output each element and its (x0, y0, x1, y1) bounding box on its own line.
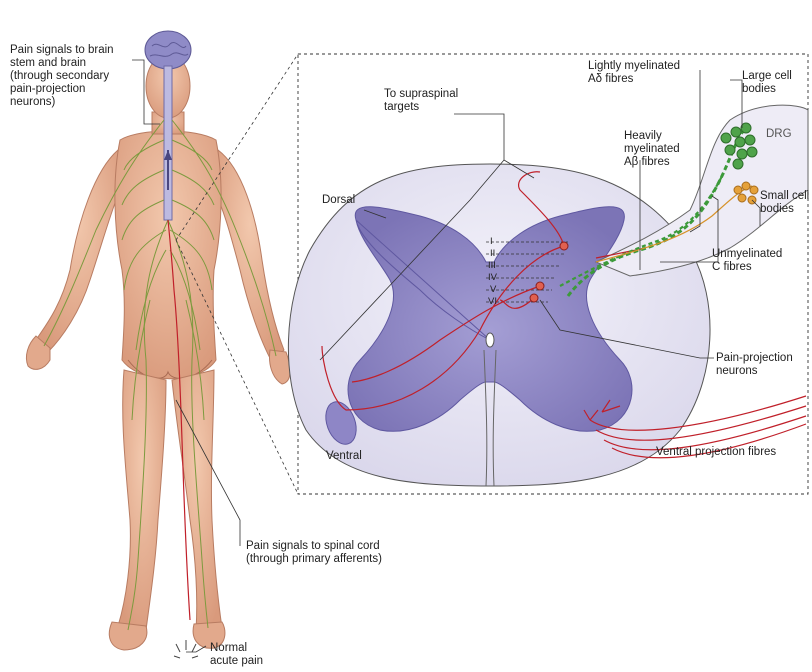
lamina-4: IV (488, 273, 497, 283)
lamina-3: III (488, 261, 496, 271)
lamina-5: V (490, 285, 496, 295)
label-dorsal: Dorsal (322, 194, 355, 207)
right-leg (172, 370, 222, 630)
label-lightly-myelinated: Lightly myelinated Aδ fibres (588, 60, 680, 86)
right-arm (216, 150, 284, 362)
label-drg: DRG (766, 128, 792, 141)
lamina-2: II (490, 249, 495, 259)
label-large-cell: Large cell bodies (742, 70, 792, 96)
label-ventral: Ventral (326, 450, 362, 463)
spinal-cord-section (288, 105, 808, 486)
label-small-cell: Small cell bodies (760, 190, 809, 216)
left-foot (109, 622, 147, 650)
label-pain-projection: Pain-projection neurons (716, 352, 793, 378)
spinal-cord (164, 66, 172, 220)
central-canal (486, 333, 494, 347)
label-normal-pain: Normal acute pain (210, 642, 263, 668)
label-pain-brain: Pain signals to brain stem and brain (th… (10, 44, 114, 109)
pain-stimulus-icon (174, 640, 198, 658)
label-unmyelinated: Unmyelinated C fibres (712, 248, 782, 274)
left-arm (36, 150, 118, 352)
label-ventral-projection: Ventral projection fibres (656, 446, 776, 459)
right-hand (270, 350, 291, 384)
label-pain-spinal: Pain signals to spinal cord (through pri… (246, 540, 382, 566)
brain (145, 31, 191, 69)
label-supraspinal: To supraspinal targets (384, 88, 458, 114)
lamina-6: VI (488, 297, 497, 307)
lamina-1: I (490, 237, 493, 247)
label-heavily-myelinated: Heavily myelinated Aβ fibres (624, 130, 680, 169)
